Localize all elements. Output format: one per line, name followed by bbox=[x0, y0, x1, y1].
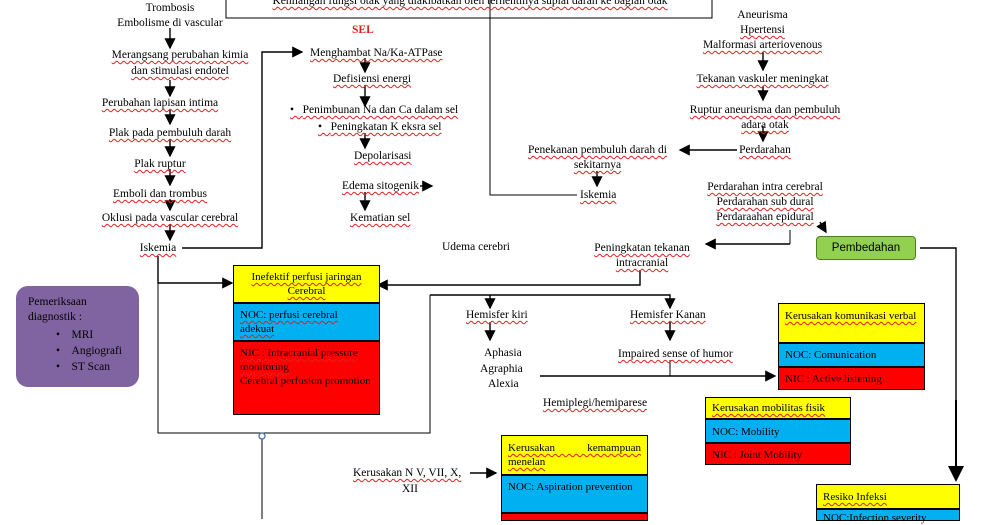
kematian-node: Kematian sel bbox=[350, 212, 411, 224]
mobilitas-noc-box: NOC: Mobility bbox=[705, 419, 851, 443]
ruptur-node-line2: adara otak bbox=[741, 119, 789, 131]
mri-label: MRI bbox=[71, 329, 94, 341]
stscan-label: ST Scan bbox=[71, 361, 110, 373]
pemeriksaan-item-stscan: • ST Scan bbox=[56, 361, 110, 373]
komunikasi-title-box: Kerusakan komunikasi verbal bbox=[778, 303, 925, 343]
udema-node: Udema cerebri bbox=[442, 241, 511, 253]
pembedahan-button[interactable]: Pembedahan bbox=[816, 236, 916, 260]
emboli-node: Emboli dan trombus bbox=[113, 188, 207, 200]
hemiplegi-node: Hemiplegi/hemiparese bbox=[543, 397, 648, 409]
oklusi-node: Oklusi pada vascular cerebral bbox=[101, 212, 239, 224]
perfusi-title-box: Inefektif perfusi jaringan Cerebral bbox=[233, 265, 380, 303]
intra-node: Perdarahan intra cerebral bbox=[707, 181, 823, 193]
sel-label: SEL bbox=[352, 24, 374, 36]
hipertensi-node: Hpertensi bbox=[740, 24, 785, 36]
peningkatan-tik-line2: intracranial bbox=[615, 257, 669, 269]
aneurisma-node: Aneurisma bbox=[737, 9, 788, 21]
merangsang-node-line2: dan stimulasi endotel bbox=[131, 65, 229, 77]
merangsang-node-line1: Merangsang perubahan kimia bbox=[111, 49, 249, 61]
alexia-node: Alexia bbox=[488, 378, 519, 390]
edema-node: Edema sitogenik bbox=[342, 180, 419, 192]
tekanan-node: Tekanan vaskuler meningkat bbox=[696, 73, 829, 85]
hemisfer-kanan-node: Hemisfer Kanan bbox=[630, 309, 706, 321]
infeksi-noc-box: NOC:Infection severity bbox=[816, 509, 960, 524]
aphasia-node: Aphasia bbox=[484, 347, 522, 359]
peningkatan-tik-line1: Peningkatan tekanan bbox=[594, 242, 690, 254]
pemeriksaan-item-mri: • MRI bbox=[56, 329, 94, 341]
defisiensi-node: Defisiensi energi bbox=[333, 73, 412, 85]
kerusakan-n-node: Kerusakan N V, VII, X, bbox=[353, 467, 462, 479]
menghambat-node: Menghambat Na/Ka-ATPase bbox=[310, 47, 443, 59]
impaired-node: Impaired sense of humor bbox=[618, 348, 733, 360]
malformasi-node: Malformasi arteriovenous bbox=[702, 39, 823, 51]
menelan-nic-box bbox=[501, 513, 648, 521]
ruptur-node-line1: Ruptur aneurisma dan pembuluh bbox=[689, 104, 841, 116]
angiografi-label: Angiografi bbox=[71, 345, 122, 357]
embolisme-node: Embolisme di vascular bbox=[117, 17, 223, 29]
peningkatan-k-text: Peningkatan K eksra sel bbox=[330, 121, 442, 133]
iskemia2-node: Iskemia bbox=[580, 189, 617, 201]
pemeriksaan-item-angiografi: • Angiografi bbox=[56, 345, 122, 357]
top-box-text: Kehilangan fungsi otak yang diakibatkan … bbox=[272, 0, 668, 7]
perdarahan-node: Perdarahan bbox=[739, 144, 791, 156]
trombosis-node: Trombosis bbox=[145, 2, 195, 14]
pemeriksaan-title-1: Pemeriksaan bbox=[28, 296, 87, 308]
komunikasi-noc-box: NOC: Comunication bbox=[778, 343, 925, 367]
pemeriksaan-title-2: diagnostik : bbox=[28, 311, 82, 323]
perfusi-nic-line2: Cerebral perfusion promotion bbox=[240, 375, 371, 387]
penimbunan-node: • Penimbunan Na dan Ca dalam sel bbox=[290, 104, 459, 116]
penimbunan-text: Penimbunan Na dan Ca dalam sel bbox=[302, 104, 459, 116]
mobilitas-title-box: Kerusakan mobilitas fisik bbox=[705, 397, 851, 419]
menelan-noc-box: NOC: Aspiration prevention bbox=[501, 475, 648, 513]
hemisfer-kiri-node: Hemisfer kiri bbox=[466, 309, 528, 321]
penekanan-node-line1: Penekanan pembuluh darah di bbox=[528, 144, 667, 156]
perfusi-nic-line1: NIC : Intracranial pressure monitoring bbox=[240, 347, 358, 373]
plak-ruptur-node: Plak ruptur bbox=[134, 158, 186, 170]
depolarisasi-node: Depolarisasi bbox=[354, 150, 412, 162]
xii-node: XII bbox=[402, 483, 418, 495]
perfusi-nic-box: NIC : Intracranial pressure monitoring C… bbox=[233, 341, 380, 415]
perubahan-node: Perubahan lapisan intima bbox=[101, 97, 219, 109]
menelan-title-box: Kerusakan kemampuan menelan bbox=[501, 435, 648, 475]
perfusi-noc-box: NOC: perfusi cerebral adekuat bbox=[233, 303, 380, 341]
plak-node: Plak pada pembuluh darah bbox=[108, 127, 232, 139]
mobilitas-nic-box: NIC : Joint Mobility bbox=[705, 443, 851, 465]
iskemia-node: Iskemia bbox=[139, 242, 177, 254]
peningkatan-k-node: • Peningkatan K eksra sel bbox=[318, 121, 442, 133]
epidural-node: Perdaraahan epidural bbox=[716, 211, 814, 223]
subdural-node: Perdarahan sub dural bbox=[716, 196, 814, 208]
infeksi-title-box: Resiko Infeksi bbox=[816, 484, 960, 509]
agraphia-node: Agraphia bbox=[480, 363, 523, 375]
pembedahan-label: Pembedahan bbox=[831, 242, 901, 254]
komunikasi-nic-box: NIC : Active listening bbox=[778, 367, 925, 390]
pemeriksaan-panel: Pemeriksaan diagnostik : • MRI • Angiogr… bbox=[16, 286, 139, 387]
penekanan-node-line2: sekitarnya bbox=[573, 159, 622, 171]
